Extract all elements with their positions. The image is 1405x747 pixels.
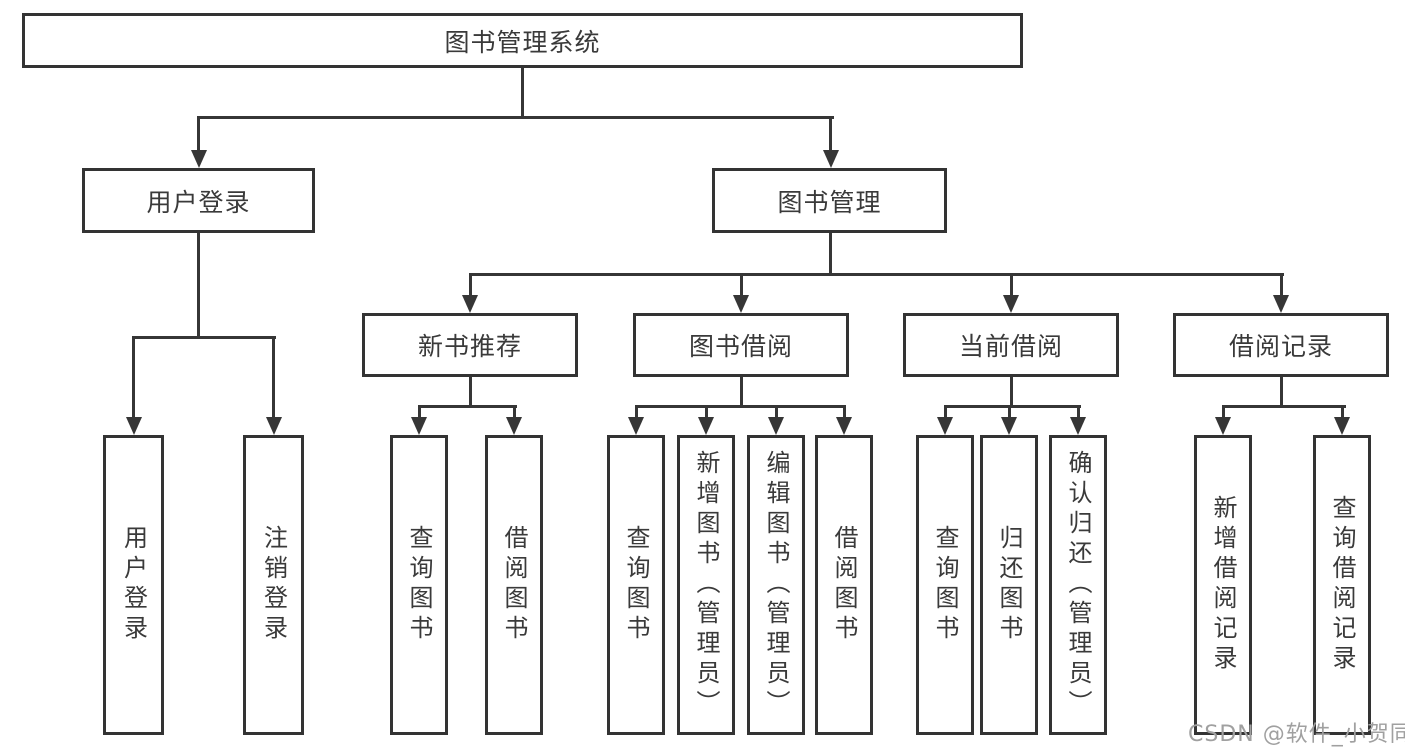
node-label: 图书管理 (777, 187, 882, 217)
node-borrow-records: 借阅记录 (1173, 313, 1389, 377)
connector-line (1077, 405, 1080, 420)
connector-line (829, 233, 832, 276)
node-label: 查询借阅记录 (1328, 495, 1356, 675)
connector-line (635, 405, 638, 420)
connector-line (1010, 377, 1013, 408)
connector-line (521, 68, 524, 119)
connector-line (513, 405, 516, 420)
connector-line (1341, 405, 1344, 420)
connector-line (635, 405, 846, 408)
connector-line (944, 405, 947, 420)
leaf-query-books: 查询图书 (916, 435, 974, 735)
leaf-borrow-books: 借阅图书 (485, 435, 543, 735)
arrow-down-icon (506, 417, 522, 435)
connector-line (775, 405, 778, 420)
node-label: 编辑图书（管理员） (762, 450, 790, 720)
connector-line (829, 116, 832, 152)
connector-line (740, 377, 743, 408)
leaf-user-login: 用户登录 (103, 435, 164, 735)
connector-line (197, 232, 200, 339)
node-label: 用户登录 (119, 525, 148, 645)
node-label: 借阅图书 (500, 525, 528, 645)
connector-line (418, 405, 517, 408)
connector-line (1280, 377, 1283, 408)
connector-line (1222, 405, 1346, 408)
leaf-confirm-return-admin: 确认归还（管理员） (1049, 435, 1107, 735)
node-label: 用户登录 (146, 187, 251, 217)
arrow-down-icon (266, 417, 282, 435)
leaf-return-books: 归还图书 (980, 435, 1038, 735)
leaf-add-books-admin: 新增图书（管理员） (677, 435, 735, 735)
node-label: 借阅记录 (1228, 332, 1333, 361)
arrow-down-icon (628, 417, 644, 435)
node-label: 确认归还（管理员） (1064, 450, 1092, 720)
arrow-down-icon (126, 417, 142, 435)
arrow-down-icon (768, 417, 784, 435)
leaf-query-books: 查询图书 (390, 435, 448, 735)
node-label: 新增借阅记录 (1209, 495, 1237, 675)
node-current-borrowing: 当前借阅 (903, 313, 1119, 377)
connector-line (740, 273, 743, 298)
connector-line (1222, 405, 1225, 420)
connector-line (1008, 405, 1011, 420)
arrow-down-icon (698, 417, 714, 435)
node-library-management-system: 图书管理系统 (22, 13, 1023, 68)
node-label: 查询图书 (931, 525, 959, 645)
leaf-query-borrow-record: 查询借阅记录 (1313, 435, 1371, 735)
node-label: 图书管理系统 (444, 27, 601, 57)
arrow-down-icon (1070, 417, 1086, 435)
node-label: 归还图书 (995, 525, 1023, 645)
node-label: 图书借阅 (688, 332, 793, 361)
leaf-add-borrow-record: 新增借阅记录 (1194, 435, 1252, 735)
connector-line (132, 336, 135, 417)
arrow-down-icon (1215, 417, 1231, 435)
node-label: 新增图书（管理员） (692, 450, 720, 720)
connector-line (705, 405, 708, 420)
connector-line (132, 336, 276, 339)
connector-line (1010, 273, 1013, 298)
connector-line (843, 405, 846, 420)
arrow-down-icon (937, 417, 953, 435)
arrow-down-icon (1334, 417, 1350, 435)
csdn-watermark: CSDN @软件_小贺同学 (1188, 722, 1405, 747)
connector-line (469, 273, 472, 298)
connector-line (197, 116, 200, 152)
arrow-down-icon (411, 417, 427, 435)
node-label: 注销登录 (259, 525, 288, 645)
arrow-down-icon (823, 150, 839, 168)
node-user-login: 用户登录 (82, 168, 315, 233)
node-label: 新书推荐 (417, 332, 522, 361)
leaf-borrow-books: 借阅图书 (815, 435, 873, 735)
connector-line (944, 405, 1081, 408)
connector-line (272, 336, 275, 417)
arrow-down-icon (836, 417, 852, 435)
node-label: 当前借阅 (958, 332, 1063, 361)
connector-line (469, 377, 472, 408)
connector-line (418, 405, 421, 420)
connector-line (469, 273, 1284, 276)
leaf-query-books: 查询图书 (607, 435, 665, 735)
arrow-down-icon (1273, 295, 1289, 313)
leaf-edit-books-admin: 编辑图书（管理员） (747, 435, 805, 735)
arrow-down-icon (462, 295, 478, 313)
connector-line (1280, 273, 1283, 298)
arrow-down-icon (1001, 417, 1017, 435)
node-book-management: 图书管理 (712, 168, 947, 233)
node-label: 借阅图书 (830, 525, 858, 645)
arrow-down-icon (1003, 295, 1019, 313)
node-book-borrowing: 图书借阅 (633, 313, 849, 377)
leaf-logout: 注销登录 (243, 435, 304, 735)
node-label: 查询图书 (405, 525, 433, 645)
node-new-book-recommendation: 新书推荐 (362, 313, 578, 377)
arrow-down-icon (733, 295, 749, 313)
connector-line (197, 116, 834, 119)
node-label: 查询图书 (622, 525, 650, 645)
arrow-down-icon (191, 150, 207, 168)
